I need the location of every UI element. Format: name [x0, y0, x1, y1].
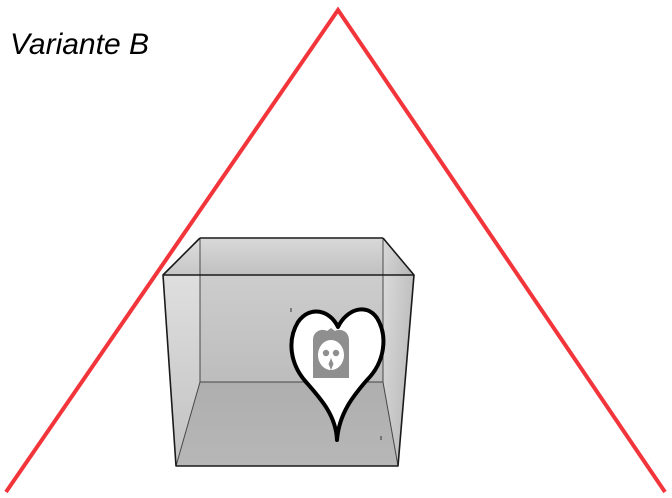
- cube-top-face: [163, 238, 414, 275]
- variant-title: Variante B: [10, 28, 149, 61]
- heart-icon: [289, 307, 386, 442]
- owl-icon: [313, 328, 349, 378]
- cube-right-face: [383, 238, 414, 466]
- warning-triangle: [4, 6, 667, 494]
